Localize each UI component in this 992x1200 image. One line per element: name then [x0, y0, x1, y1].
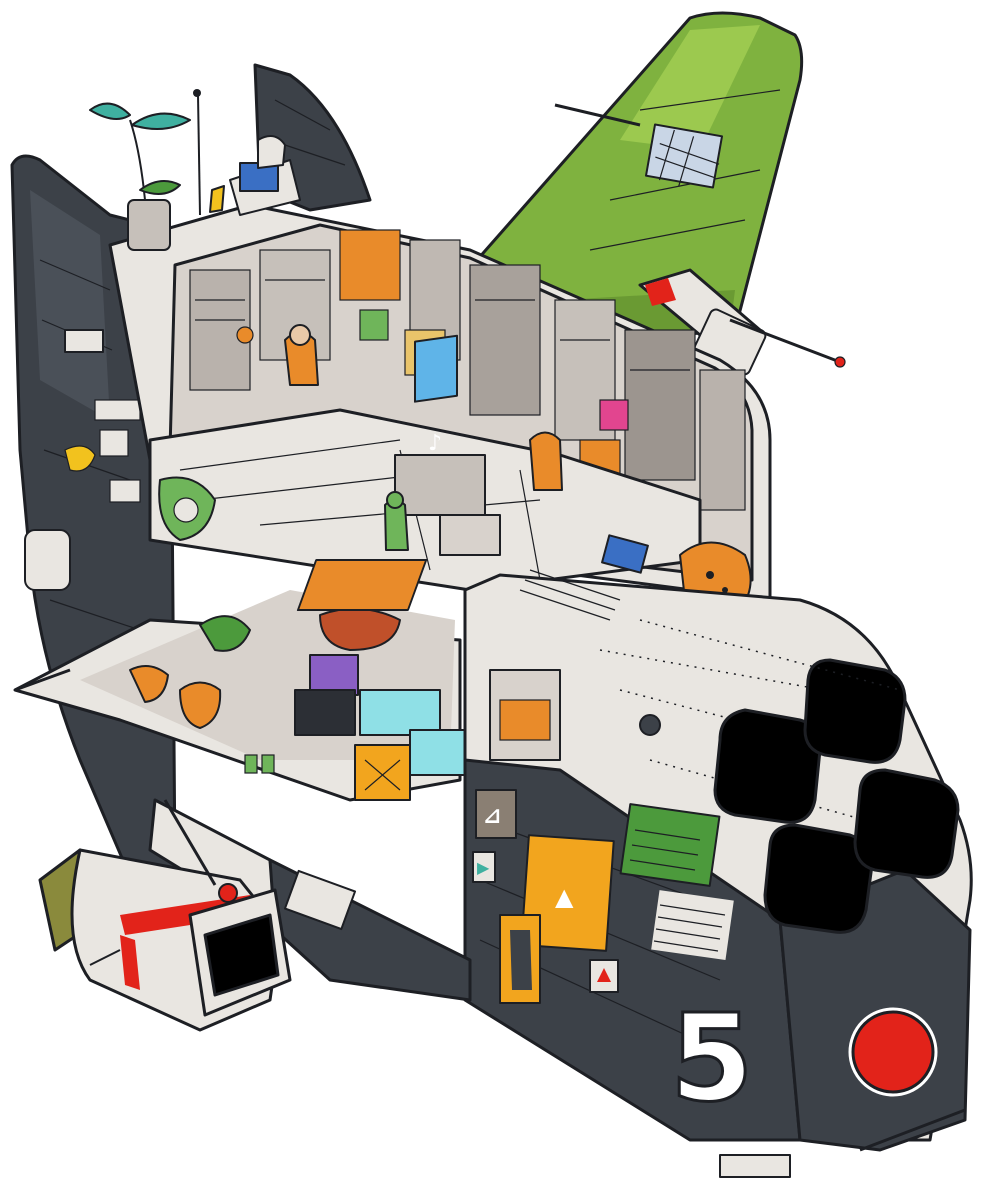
- play-triangle-icon: ▶: [477, 858, 490, 877]
- orange-hatch: [296, 559, 428, 611]
- lower-deck: [13, 590, 466, 802]
- interior-machinery: [189, 229, 746, 511]
- hull-decals: ⊿ ▶ ▲: [472, 619, 901, 1004]
- hull-number-text: 5: [670, 990, 754, 1129]
- purple-screen: [309, 654, 359, 696]
- svg-text:⊿: ⊿: [483, 804, 501, 829]
- cyan-console: [359, 689, 441, 736]
- warning-triangle-icon: ▲: [555, 883, 574, 911]
- orange-cabinet: [339, 229, 401, 301]
- music-terminal: ♪: [394, 334, 501, 556]
- engine-pod: [38, 799, 292, 1032]
- hull-number: 5: [669, 989, 756, 1131]
- viewport-windows: [713, 658, 960, 934]
- music-note-icon: ♪: [428, 431, 442, 456]
- rooftop-items: [89, 89, 301, 251]
- red-circle-emblem: [848, 1007, 938, 1097]
- solar-panel: [645, 123, 723, 189]
